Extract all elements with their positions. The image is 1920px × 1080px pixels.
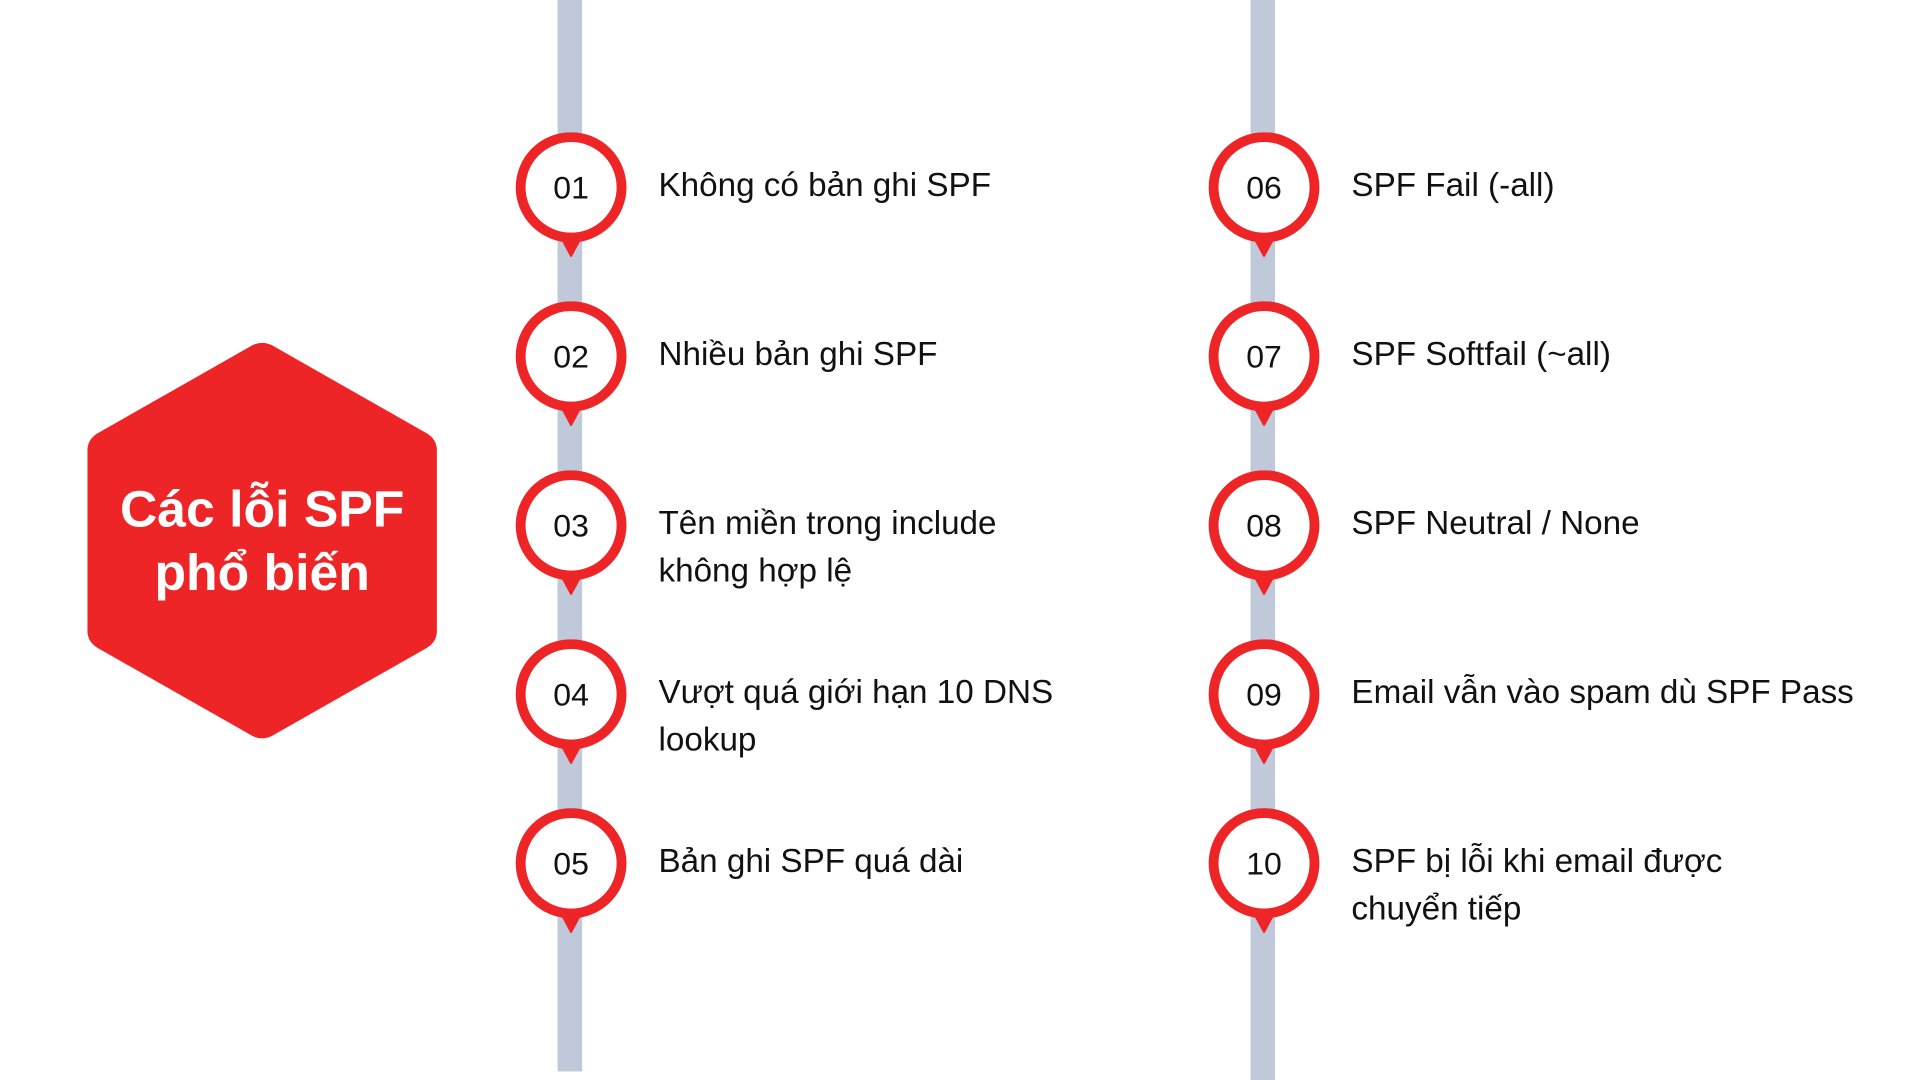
item-number: 06 (1246, 168, 1282, 206)
item-label: SPF bị lỗi khi email được chuyển tiếp (1351, 838, 1794, 934)
pin-marker-icon (1208, 301, 1320, 427)
item-number: 02 (553, 337, 589, 375)
item-label: Nhiều bản ghi SPF (658, 331, 1101, 379)
pin-marker-icon (515, 470, 627, 596)
item-label: SPF Fail (-all) (1351, 162, 1794, 210)
title-line: phổ biến (154, 543, 370, 601)
item-label: SPF Softfail (~all) (1351, 331, 1794, 379)
item-label: Vượt quá giới hạn 10 DNS lookup (658, 669, 1101, 765)
item-label-line: Nhiều bản ghi SPF (658, 335, 938, 373)
item-label-line: Vượt quá giới hạn 10 DNS (658, 673, 1054, 711)
item-label-line: SPF Neutral / None (1351, 504, 1640, 542)
item-label-line: Bản ghi SPF quá dài (658, 842, 964, 880)
item-number: 05 (553, 844, 589, 882)
item-label-line: Email vẫn vào spam dù SPF Pass (1351, 673, 1854, 711)
pin-marker-icon (1208, 470, 1320, 596)
item-number: 03 (553, 506, 589, 544)
item-number: 07 (1246, 337, 1282, 375)
item-label: Tên miền trong include không hợp lệ (658, 500, 1101, 596)
item-label: Email vẫn vào spam dù SPF Pass (1351, 669, 1854, 717)
item-label-line: SPF Softfail (~all) (1351, 335, 1611, 373)
item-label: Không có bản ghi SPF (658, 162, 1101, 210)
item-label: SPF Neutral / None (1351, 500, 1794, 548)
title-line: Các lỗi SPF (119, 479, 405, 537)
item-label-line: SPF Fail (-all) (1351, 166, 1555, 204)
title-hexagon: Các lỗi SPF phổ biến (87, 340, 437, 740)
item-label-line: không hợp lệ (658, 552, 853, 589)
pin-marker-icon (515, 639, 627, 765)
item-label-line: SPF bị lỗi khi email được (1351, 842, 1723, 880)
item-number: 10 (1246, 844, 1282, 882)
item-label-line: Tên miền trong include (658, 504, 997, 542)
pin-marker-icon (515, 808, 627, 934)
pin-marker-icon (1208, 639, 1320, 765)
item-label: Bản ghi SPF quá dài (658, 838, 1101, 886)
hexagon-shape (87, 342, 437, 739)
item-label-line: chuyển tiếp (1351, 890, 1522, 927)
diagram-title: Các lỗi SPF phổ biến (87, 340, 437, 740)
item-number: 01 (553, 168, 589, 206)
pin-marker-icon (1208, 808, 1320, 934)
pin-marker-icon (1208, 132, 1320, 258)
item-label-line: Không có bản ghi SPF (658, 166, 992, 204)
item-number: 09 (1246, 675, 1282, 713)
pin-marker-icon (515, 301, 627, 427)
item-number: 04 (553, 675, 589, 713)
item-label-line: lookup (658, 721, 757, 758)
item-number: 08 (1246, 506, 1282, 544)
pin-marker-icon (515, 132, 627, 258)
